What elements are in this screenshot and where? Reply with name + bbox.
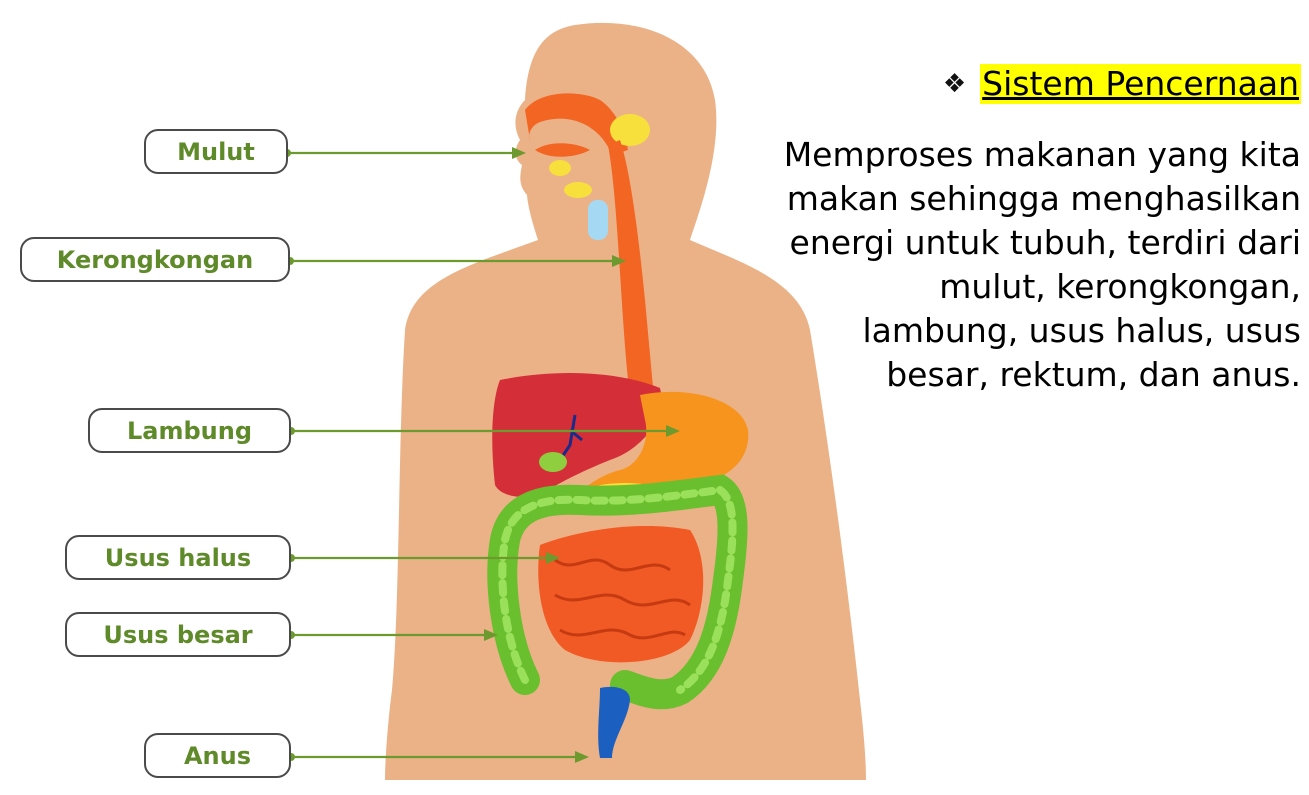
leader-arrowheads [484, 147, 680, 763]
large-intestine-highlight [498, 485, 737, 694]
tongue [535, 143, 590, 157]
label-lambung: Lambung [88, 408, 291, 453]
salivary-gland-lower-2 [564, 182, 592, 198]
arrowhead-mulut [512, 147, 526, 159]
label-usus-halus: Usus halus [65, 535, 291, 580]
arrowhead-usus-besar [484, 629, 498, 641]
label-lambung-text: Lambung [126, 416, 253, 445]
gallbladder [539, 452, 567, 472]
salivary-gland-lower-1 [549, 160, 571, 176]
arrowhead-anus [575, 751, 589, 763]
rectum [598, 686, 630, 758]
diamond-bullet-icon: ❖ [942, 69, 967, 99]
trachea [588, 200, 608, 240]
arrowhead-usus-halus [546, 552, 560, 564]
small-intestine-folds [554, 558, 691, 640]
leader-lines [287, 151, 676, 759]
section-heading: ❖ Sistem Pencernaan [943, 64, 1301, 104]
label-usus-besar-text: Usus besar [103, 620, 253, 649]
label-anus-text: Anus [183, 741, 252, 770]
arrowhead-kerongkongan [612, 255, 626, 267]
label-mulut: Mulut [144, 129, 288, 174]
esophagus [608, 140, 654, 400]
label-usus-halus-text: Usus halus [104, 543, 252, 572]
arrowhead-lambung [666, 425, 680, 437]
oral-cavity [525, 93, 628, 155]
label-kerongkongan: Kerongkongan [20, 237, 290, 282]
salivary-gland-upper [610, 114, 650, 146]
label-mulut-text: Mulut [177, 137, 255, 166]
small-intestine [538, 525, 704, 663]
label-usus-besar: Usus besar [65, 612, 291, 657]
description-text: Memproses makanan yang kita makan sehing… [783, 135, 1301, 394]
label-kerongkongan-text: Kerongkongan [56, 245, 254, 274]
heading-title: Sistem Pencernaan [980, 64, 1301, 104]
label-anus: Anus [144, 733, 291, 778]
